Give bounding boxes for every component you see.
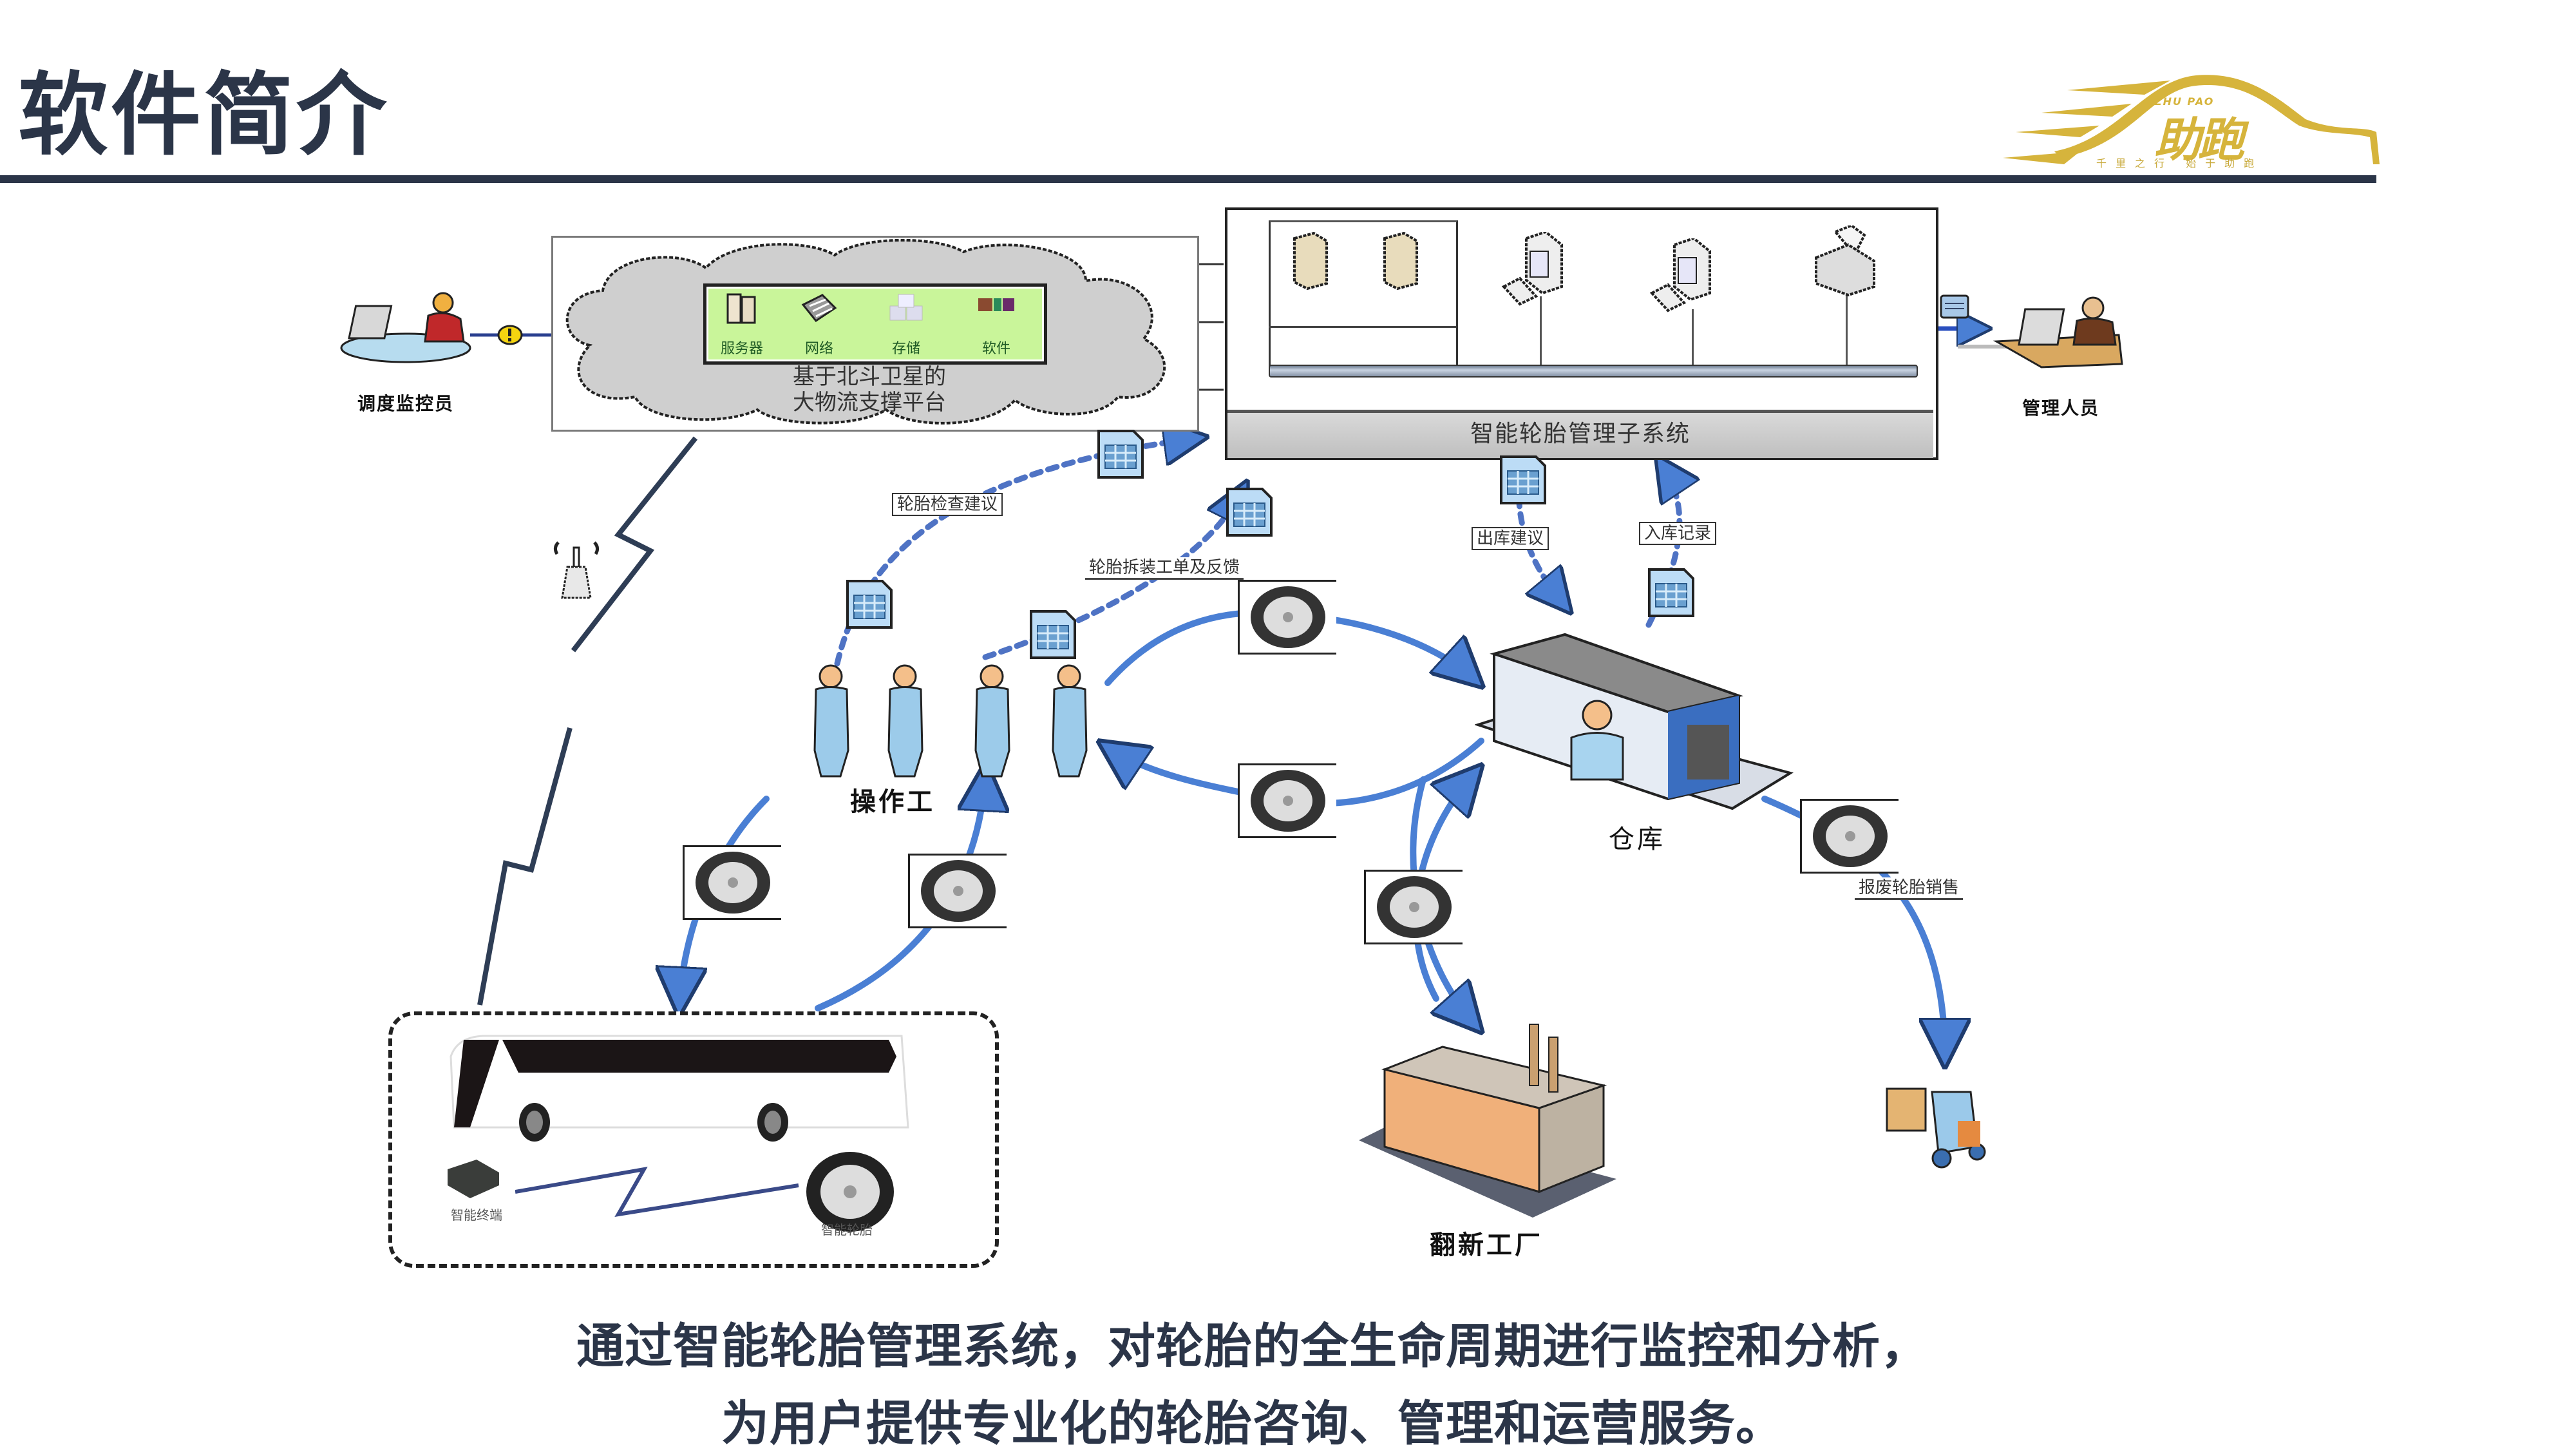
flow-label-inbound: 入库记录: [1639, 522, 1717, 545]
flow-label-scrap-sale: 报废轮胎销售: [1855, 877, 1964, 900]
wireless-link-icon: [515, 1166, 799, 1217]
page-title: 软件简介: [18, 63, 390, 168]
tire-icon: [1813, 805, 1888, 867]
tire-transfer-box: [683, 845, 781, 920]
tire-transfer-box: [908, 854, 1007, 928]
network-drop-line: [1692, 309, 1694, 365]
smart-terminal-icon: [448, 1160, 499, 1198]
tire-transfer-box: [1364, 870, 1463, 944]
wireless-link-lower: [477, 727, 573, 1006]
tire-transfer-box: [1238, 580, 1336, 655]
workstation-icon: [1501, 232, 1563, 306]
cloud-component: 软件: [961, 292, 1032, 358]
operators-label: 操作工: [850, 787, 935, 817]
header-divider: [0, 175, 2376, 183]
tire-icon: [696, 852, 770, 914]
wireless-link-upper: [571, 436, 698, 653]
spreadsheet-doc-icon: [846, 580, 893, 629]
storage-icon: [889, 294, 923, 321]
network-drop-line: [1540, 296, 1542, 365]
cloud-component: 存储: [871, 292, 942, 358]
server-icon: [1383, 232, 1418, 290]
smart-tire-icon: [806, 1152, 894, 1232]
brand-logo-car-icon: [2003, 75, 2380, 164]
forklift-icon: [1886, 1087, 1986, 1169]
network-drop-line: [1846, 293, 1848, 365]
printer-icon: [1815, 225, 1875, 296]
server-icon: [726, 293, 756, 324]
logo-chinese-name: 助跑: [2154, 113, 2244, 167]
server-rack-frame: [1269, 220, 1458, 369]
server-icon: [1293, 232, 1328, 290]
spreadsheet-doc-icon: [1030, 610, 1076, 659]
cloud-components-panel: 服务器 网络 存储 软件: [703, 283, 1047, 365]
cloud-platform-caption: 基于北斗卫星的 大物流支撑平台: [793, 364, 946, 416]
tire-icon: [1251, 586, 1325, 648]
bus-icon: [450, 1035, 909, 1142]
flow-workorder: [982, 490, 1243, 660]
spreadsheet-doc-icon: [1500, 455, 1546, 504]
network-icon: [801, 294, 837, 323]
factory-label: 翻新工厂: [1430, 1230, 1543, 1260]
cloud-component: 服务器: [706, 292, 777, 358]
subsystem-footer-bar: [1227, 410, 1933, 458]
dispatcher-workstation-icon: [340, 292, 471, 363]
server-rack-divider: [1269, 326, 1456, 328]
antenna-icon: [553, 541, 600, 599]
spreadsheet-doc-icon: [1097, 430, 1144, 479]
cloud-component: 网络: [784, 292, 855, 358]
factory-icon: [1359, 1024, 1616, 1218]
summary-line-1: 通过智能轮胎管理系统，对轮胎的全生命周期进行监控和分析，: [576, 1319, 1929, 1374]
workstation-icon: [1649, 238, 1711, 312]
warehouse-icon: [1475, 633, 1794, 810]
tire-transfer-box: [1800, 799, 1899, 874]
tire-icon: [1251, 770, 1325, 832]
spreadsheet-doc-icon: [1226, 488, 1273, 537]
tire-transfer-box: [1238, 763, 1336, 838]
manager-workstation-icon: [1993, 296, 2123, 368]
network-bus: [1269, 365, 1918, 378]
subsystem-label: 智能轮胎管理子系统: [1470, 421, 1690, 447]
logo-slogan: 千里之行 始于助跑: [2096, 157, 2264, 169]
dispatcher-label: 调度监控员: [357, 393, 455, 414]
cloud-to-subsystem-arrows: [1199, 263, 1224, 391]
document-icon: [1940, 294, 1969, 319]
alert-icon: [497, 325, 523, 345]
manager-label: 管理人员: [2022, 397, 2100, 419]
spreadsheet-doc-icon: [1648, 568, 1694, 617]
logo-english-name: ZHU PAO: [2154, 95, 2215, 108]
software-icon: [978, 298, 1014, 311]
warehouse-label: 仓库: [1609, 825, 1665, 854]
operators-icon: [813, 664, 1088, 778]
flow-label-outbound: 出库建议: [1472, 527, 1549, 550]
tire-icon: [921, 860, 996, 922]
summary-line-2: 为用户提供专业化的轮胎咨询、管理和运营服务。: [721, 1396, 1784, 1451]
flow-label-tire-inspection: 轮胎检查建议: [892, 493, 1003, 516]
flow-label-workorder: 轮胎拆装工单及反馈: [1085, 557, 1244, 580]
tire-icon: [1377, 876, 1452, 938]
smart-tire-label: 智能轮胎: [821, 1222, 873, 1238]
smart-terminal-label: 智能终端: [451, 1207, 502, 1223]
